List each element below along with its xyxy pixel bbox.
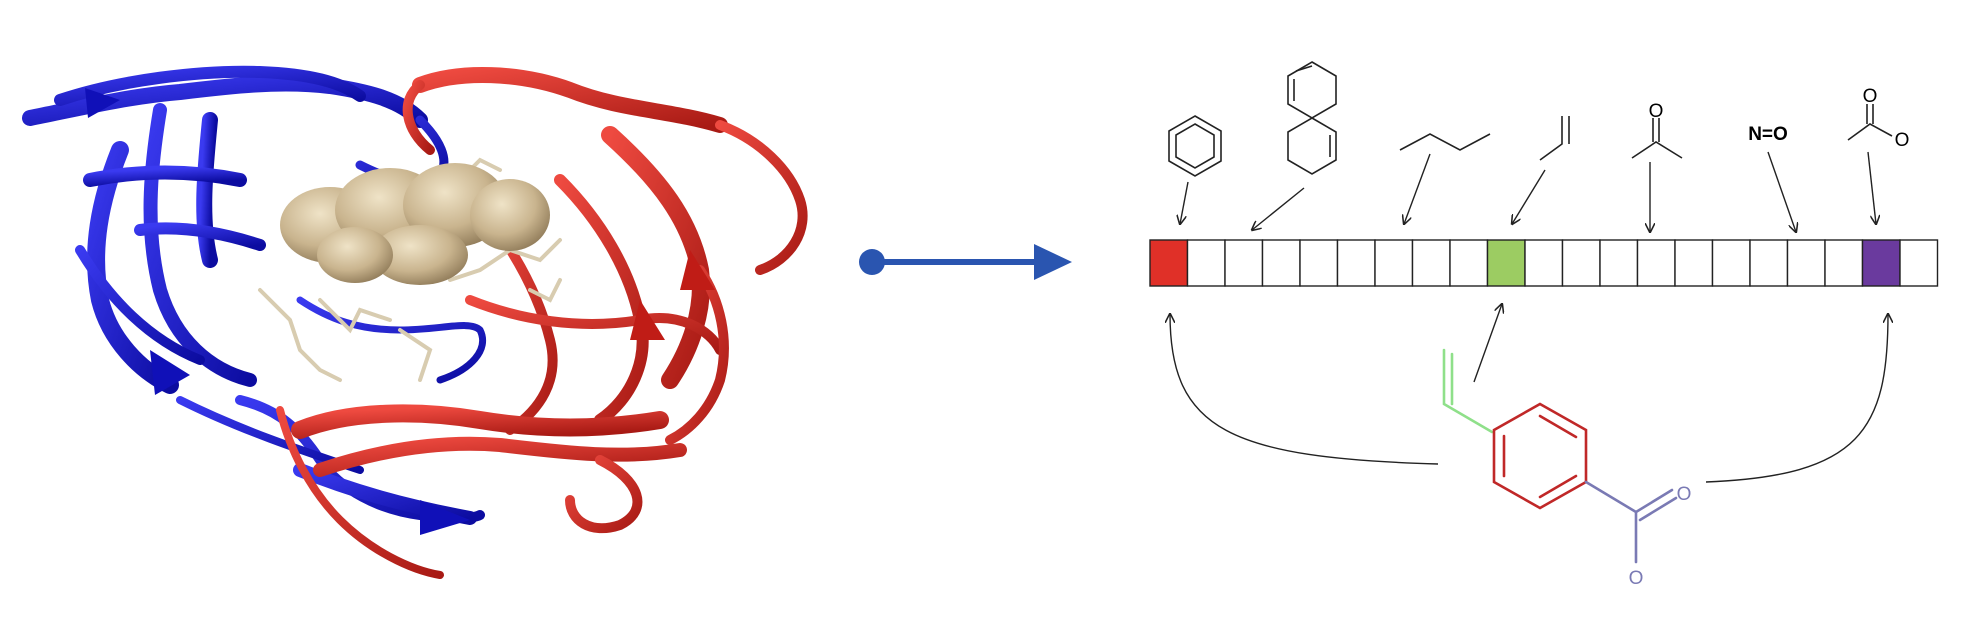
chain-b-arrowhead (680, 250, 715, 290)
chain-b-ribbon (276, 66, 808, 579)
fingerprint-bit (1261, 239, 1301, 287)
protein-ligand-complex-icon (22, 65, 808, 579)
fingerprint-bit (1299, 239, 1339, 287)
fingerprint-bit (1786, 239, 1826, 287)
fingerprint-bit (1486, 239, 1526, 287)
fingerprint-bit (1636, 239, 1676, 287)
fingerprint-bit (1224, 239, 1264, 287)
fingerprint-bit (1561, 239, 1601, 287)
arrow-butane (1404, 153, 1431, 224)
acetyl-fragment (1631, 118, 1683, 159)
substructure-legend (1168, 61, 1893, 177)
vinyl-group (1442, 348, 1494, 434)
carboxyl-fragment (1847, 104, 1893, 141)
chain-a-arrowhead (150, 350, 190, 395)
benzene-fragment (1168, 115, 1222, 177)
arrow-carboxyl (1867, 151, 1876, 224)
arrow-nitroso (1767, 151, 1796, 232)
molecule-o-right-label: O (1677, 484, 1692, 505)
ligand-surface (280, 163, 550, 285)
chain-b-arrowhead (630, 300, 665, 340)
fingerprint-bit (1411, 239, 1451, 287)
fingerprint-bit (1674, 239, 1714, 287)
fingerprint-bit (1711, 239, 1751, 287)
benzene-ring (1492, 402, 1588, 510)
molecule-to-bit-arrows (1170, 304, 1888, 483)
query-molecule (1442, 348, 1678, 564)
molecule-o-bottom-label: O (1629, 568, 1644, 589)
arrow-carboxyl-to-bit (1705, 314, 1888, 483)
chain-a-arrowhead (420, 500, 470, 535)
fingerprint-bit (1449, 239, 1489, 287)
arrow-benzene (1180, 181, 1189, 224)
chain-a-arrowhead (85, 88, 120, 118)
carboxyl-group (1584, 480, 1678, 564)
fingerprint-bit (1524, 239, 1564, 287)
arrow-vinyl-to-bit (1473, 304, 1502, 383)
arrow-ring-to-bit (1170, 314, 1439, 465)
fingerprint-bit (1336, 239, 1376, 287)
fingerprint-bit (1749, 239, 1789, 287)
propene-fragment (1539, 116, 1570, 161)
arrow-propene (1512, 169, 1546, 224)
fingerprint-bit-vector (1149, 239, 1939, 287)
fingerprint-bit (1861, 239, 1901, 287)
nitroso-label: N=O (1748, 124, 1788, 145)
carboxyl-o-top-label: O (1863, 86, 1878, 107)
arrow-naphthalene (1252, 187, 1305, 230)
fingerprint-bit (1824, 239, 1864, 287)
fingerprint-bit (1374, 239, 1414, 287)
transform-arrow (859, 244, 1072, 280)
fingerprint-bit (1186, 239, 1226, 287)
acetyl-o-label: O (1649, 101, 1664, 122)
fingerprint-bit (1149, 239, 1189, 287)
fingerprint-bit (1599, 239, 1639, 287)
fragment-to-bit-arrows (1180, 151, 1876, 232)
carboxyl-o-side-label: O (1895, 130, 1910, 151)
butane-fragment (1399, 133, 1491, 151)
naphthalene-fragment (1287, 61, 1337, 175)
fingerprint-bit (1899, 239, 1939, 287)
